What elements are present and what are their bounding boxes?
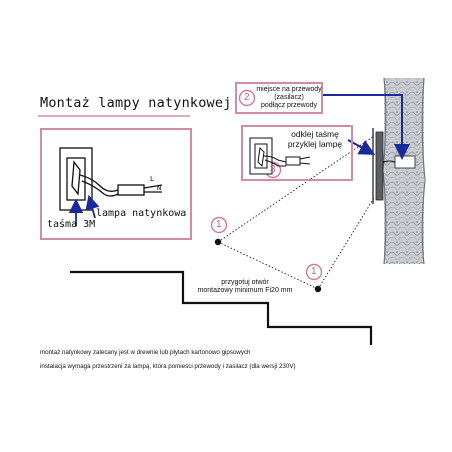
hole-dot-left [215, 239, 221, 245]
note-line-1: montaż natynkowy zalecany jest w drewnie… [40, 349, 250, 356]
lamp-label: lampa natynkowa [96, 208, 186, 219]
step2-number: 2 [244, 92, 250, 103]
step3-line2: przyklej lampę [280, 139, 350, 149]
page-title: Montaż lampy natynkowej [40, 95, 232, 111]
step1-number-b: 1 [311, 266, 317, 277]
step3-number: 3 [270, 164, 276, 175]
wire-label-l: L [150, 175, 154, 183]
step2-line3: podłącz przewody [256, 101, 322, 110]
step1-line2: montażowy minimum Fi20 mm [190, 286, 300, 295]
wire-label-n: N [157, 184, 161, 192]
hole-dot-right [315, 286, 321, 292]
note-line-2: instalacja wymaga przestrzeni za lampą, … [40, 363, 296, 370]
tape-label: taśma 3M [47, 219, 95, 230]
step1-number-a: 1 [216, 219, 222, 230]
wall-section [383, 78, 425, 264]
step3-line1: odklej taśmę [280, 129, 350, 139]
